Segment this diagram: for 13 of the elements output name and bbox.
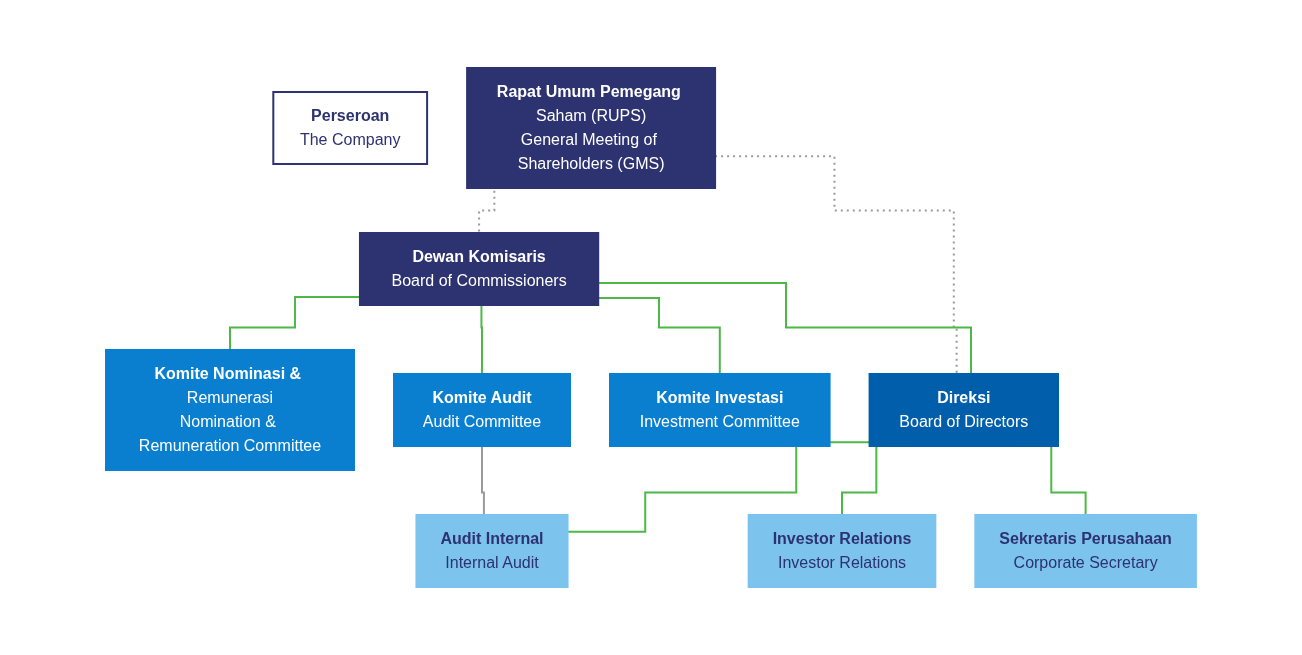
node-box: Audit Internal Internal Audit <box>415 514 569 588</box>
node-box: Komite Nominasi & Remunerasi Nomination & Remuneration Committee <box>105 349 356 471</box>
node-box: Komite Investasi Investment Committee <box>609 373 831 447</box>
node-box: Sekretaris Perusahaan Corporate Secretary <box>974 514 1197 588</box>
connector <box>479 304 484 375</box>
node-box: Dewan Komisaris Board of Commissioners <box>359 232 600 306</box>
node-box: Perseroan The Company <box>272 91 429 165</box>
node-box: Rapat Umum Pemegang Saham (RUPS) General Meeting of Shareholders (GMS) <box>466 67 717 189</box>
node-box: Komite Audit Audit Committee <box>393 373 572 447</box>
node-box: Investor Relations Investor Relations <box>747 514 937 588</box>
connector <box>481 445 487 516</box>
connector <box>229 295 361 351</box>
node-box: Direksi Board of Directors <box>868 373 1060 447</box>
